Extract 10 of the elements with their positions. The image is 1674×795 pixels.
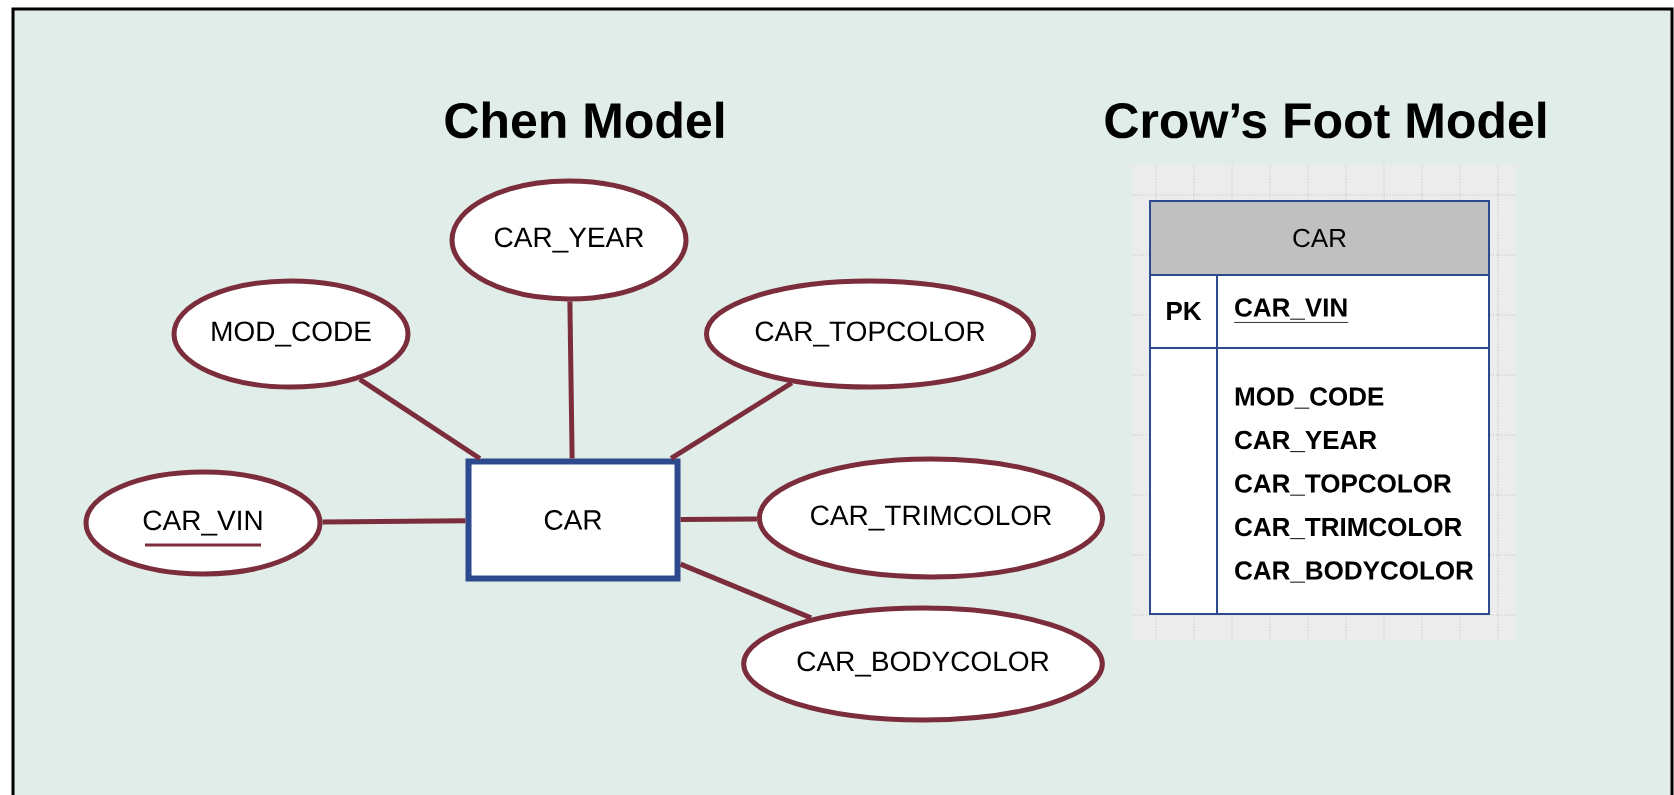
- connector-line: [567, 301, 575, 459]
- heading: Chen Model: [445, 101, 724, 139]
- entity-table: CAR PK CAR_VIN MOD_CODE CAR_YEAR CAR_TOPCOLOR CAR_TRIMCOLOR CAR_BODYCOLOR: [1149, 200, 1490, 615]
- connector-line: [358, 377, 482, 461]
- connector-line: [679, 561, 812, 621]
- entity-box: CAR: [465, 458, 681, 582]
- connector-line: [680, 516, 757, 522]
- connector-line: [322, 518, 466, 525]
- heading: Crow’s Foot Model: [1105, 101, 1546, 139]
- connector-line: [669, 380, 794, 461]
